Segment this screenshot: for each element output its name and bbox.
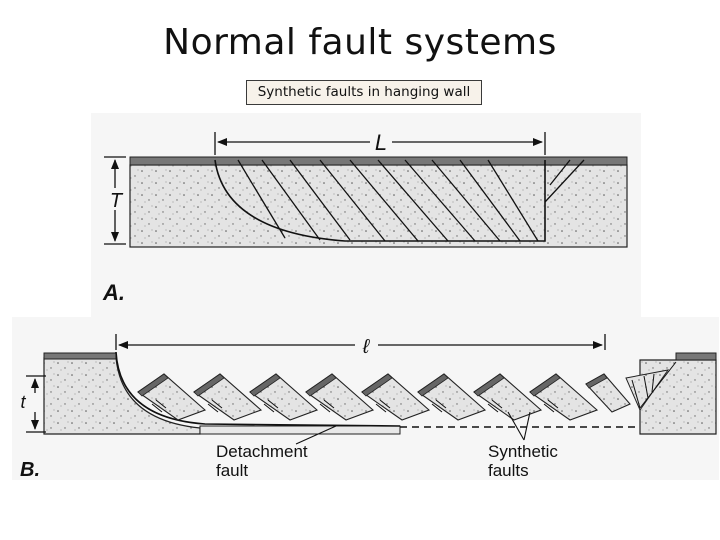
panel-b-base-strip	[199, 425, 401, 435]
slide-title: Normal fault systems	[163, 22, 557, 63]
panel-a-listric-fault	[214, 159, 546, 242]
panel-b-synthetic-leader-1	[507, 411, 525, 441]
panel-b-synthetic-leader-2	[523, 411, 531, 441]
panel-b-slip-marks	[151, 399, 559, 413]
panel-a-thickness-label: T	[110, 190, 124, 212]
panel-b-right-footwall	[639, 359, 717, 435]
slide-subtitle-box: Synthetic faults in hanging wall	[246, 80, 482, 105]
panel-b-left-top-bed	[43, 352, 117, 360]
panel-b-detachment-fault	[115, 351, 401, 427]
panel-b-right-wedge-faults	[631, 361, 677, 409]
panel-b-detachment-label-line1: Detachment	[216, 442, 308, 461]
panel-a-length-label: L	[375, 130, 387, 155]
panel-b-label: B.	[20, 459, 40, 481]
panel-b-thickness-label: t	[20, 392, 26, 412]
panel-a: L T A.	[91, 113, 641, 318]
panel-b-block-top-beds	[137, 373, 608, 397]
panel-b-detachment-leader	[295, 425, 337, 445]
panel-b-detachment-label-line2: fault	[216, 461, 248, 480]
panel-b-length-label: ℓ	[362, 336, 371, 358]
panel-b-right-top-bed	[675, 352, 717, 361]
panel-b-synthetic-label-line2: faults	[488, 461, 529, 480]
panel-a-label: A.	[102, 280, 125, 305]
panel-b: ℓ t Detachment fault Synthetic faults B.	[12, 317, 719, 481]
panel-b-synthetic-label-line1: Synthetic	[488, 442, 558, 461]
panel-a-rock-layer	[129, 164, 628, 248]
panel-a-synthetic-faults	[237, 159, 585, 242]
